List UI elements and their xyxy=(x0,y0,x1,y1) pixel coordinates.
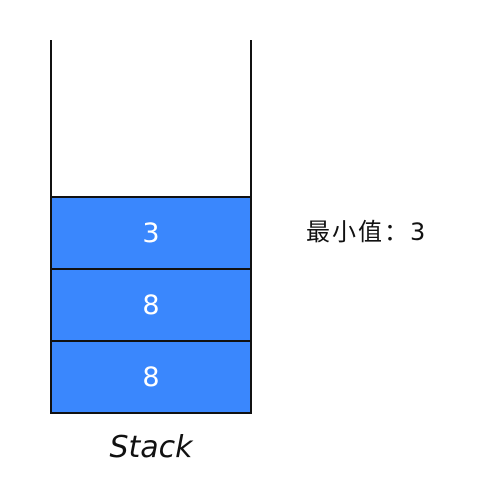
stack-caption: Stack xyxy=(109,430,193,465)
min-value-label: 最小值：3 xyxy=(306,218,428,246)
stack-items: 3 8 8 xyxy=(52,196,250,412)
stack-item-value: 8 xyxy=(142,361,160,393)
stack-item-bottom: 8 xyxy=(52,340,250,412)
stack-container: 3 8 8 xyxy=(50,40,252,414)
stack-item-value: 3 xyxy=(142,217,160,249)
stack-item-top: 3 xyxy=(52,196,250,268)
stack-item-middle: 8 xyxy=(52,268,250,340)
stack-item-value: 8 xyxy=(142,289,160,321)
